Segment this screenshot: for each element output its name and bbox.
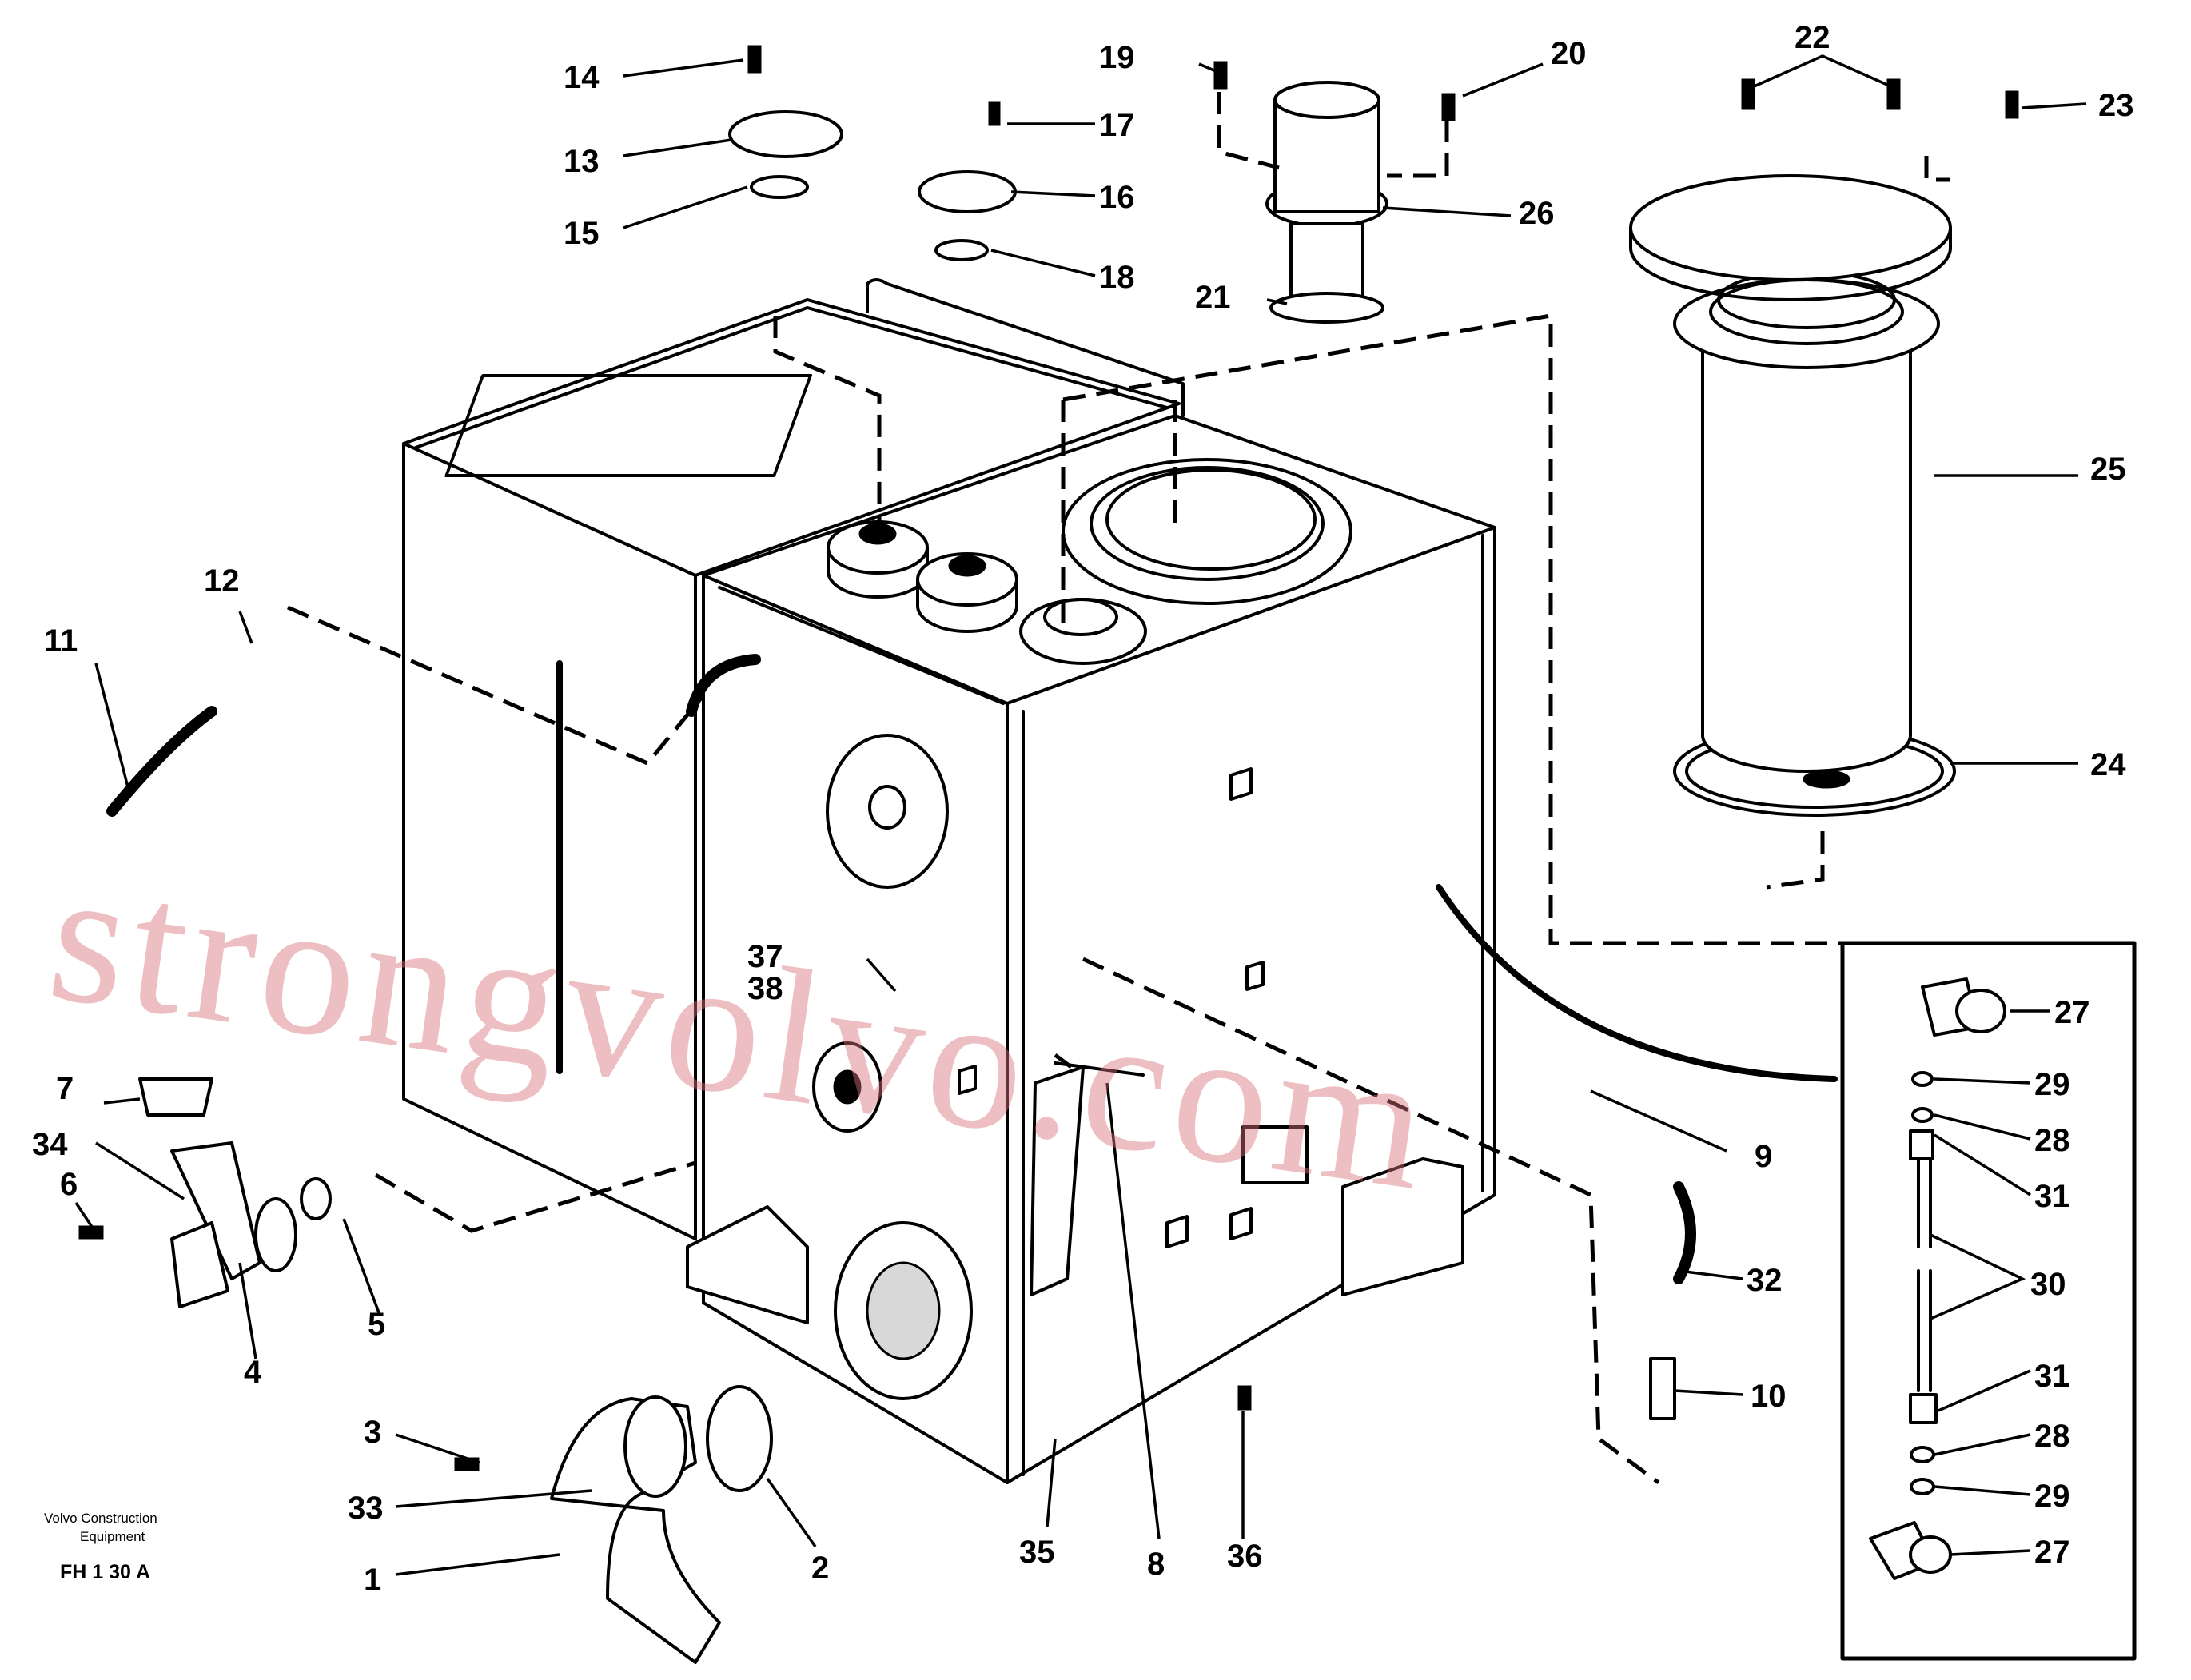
callout-12: 12 [204,563,240,599]
callout-10: 10 [1751,1379,1787,1414]
callout-31b: 31 [2034,1359,2070,1394]
callout-labels: 1 2 3 4 5 6 7 8 9 10 11 12 13 14 15 16 1… [32,20,2134,1598]
callout-11: 11 [44,623,78,659]
callout-20: 20 [1551,36,1587,71]
cover-plates [728,110,1017,261]
caption-line-1: Volvo Construction [44,1511,157,1526]
callout-9: 9 [1755,1139,1772,1174]
callout-32: 32 [1747,1263,1783,1298]
return-filter-assembly [1629,174,1956,817]
callout-21: 21 [1195,280,1231,315]
callout-15: 15 [564,216,600,251]
callout-leaders [74,54,2087,1576]
caption-line-2: Equipment [80,1529,145,1544]
callout-25: 25 [2090,452,2126,487]
callout-28b: 28 [2034,1419,2070,1454]
callout-31a: 31 [2034,1179,2070,1214]
callout-36: 36 [1227,1539,1263,1574]
callout-5: 5 [368,1307,385,1342]
callout-33: 33 [348,1491,384,1526]
callout-6: 6 [60,1167,78,1202]
callout-30: 30 [2030,1267,2066,1302]
callout-27a: 27 [2054,995,2090,1030]
callout-2: 2 [811,1551,829,1586]
callout-24: 24 [2090,747,2126,782]
callout-28a: 28 [2034,1123,2070,1158]
drawing-caption: Volvo Construction Equipment FH 1 30 A [44,1511,157,1583]
callout-29a: 29 [2034,1067,2070,1102]
callout-38: 38 [747,971,783,1006]
callout-27b: 27 [2034,1535,2070,1570]
callout-29b: 29 [2034,1479,2070,1514]
callout-35: 35 [1019,1535,1055,1570]
level-gauge-kit-box [1840,941,2137,1661]
breather-filter [1265,81,1388,324]
callout-16: 16 [1099,180,1135,215]
callout-22: 22 [1795,20,1830,55]
callout-37: 37 [747,939,783,974]
mounting-brackets [958,767,1265,1248]
callout-34: 34 [32,1127,68,1162]
filler-cap-and-fitting [138,1077,332,1308]
callout-14: 14 [564,60,600,95]
tank-top-ports [827,458,1352,665]
callout-8: 8 [1147,1547,1165,1582]
tank-front-features [686,702,1464,1484]
callout-3: 3 [364,1415,381,1450]
callout-26: 26 [1519,196,1555,231]
callout-1: 1 [364,1563,381,1598]
callout-17: 17 [1099,108,1135,143]
callout-7: 7 [56,1071,74,1106]
callout-19: 19 [1099,40,1135,75]
rear-tank [402,278,1185,1240]
drawing-code: FH 1 30 A [60,1561,150,1583]
callout-18: 18 [1099,260,1135,295]
callout-13: 13 [564,144,600,179]
suction-elbow [550,1385,773,1664]
assembly-dashed-lines [287,92,1950,1485]
callout-4: 4 [244,1355,262,1390]
hoses-and-fittings [106,654,1838,1420]
callout-23: 23 [2098,88,2134,123]
